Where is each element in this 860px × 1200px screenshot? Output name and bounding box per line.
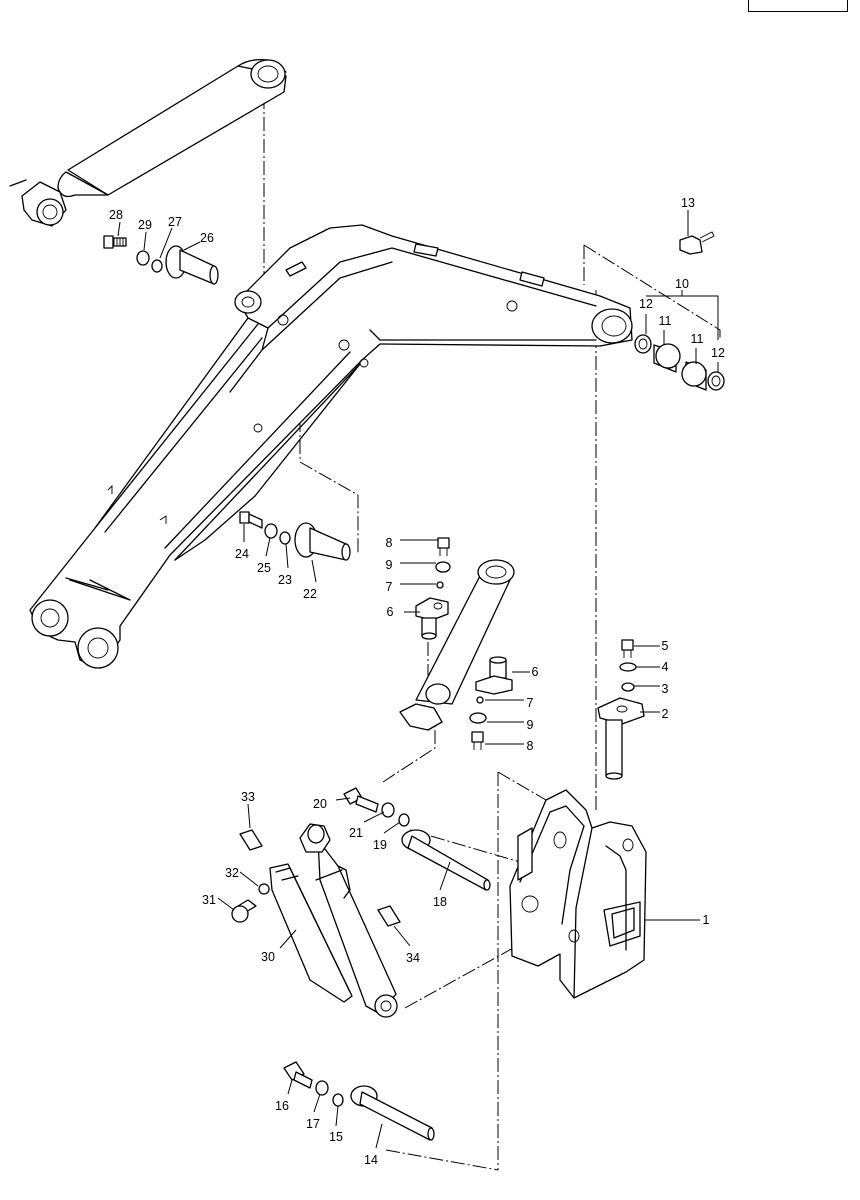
bushing-set [634,231,725,391]
part-label-p7b: 7 [527,696,534,710]
part-label-p5: 5 [662,639,669,653]
part-label-p6a: 6 [387,605,394,619]
part-label-p4: 4 [662,660,669,674]
part-label-p17: 17 [306,1117,320,1131]
part-label-p9b: 9 [527,718,534,732]
part-label-p34: 34 [406,951,420,965]
pin-6-top-assembly [415,537,451,640]
pin-14-assembly [283,1061,435,1141]
part-label-p31: 31 [202,893,216,907]
part-label-p29: 29 [138,218,152,232]
part-label-p28: 28 [109,208,123,222]
part-label-p11b: 11 [691,332,704,346]
dipper-cylinder [399,559,515,731]
part-label-p3: 3 [662,682,669,696]
part-label-p8b: 8 [527,739,534,753]
part-labels: 1234566778899101111121213141516171819202… [109,196,725,1167]
part-label-p16: 16 [275,1099,289,1113]
part-label-p21: 21 [349,826,363,840]
page-corner-box [748,0,848,12]
leader-lines [117,210,719,1149]
part-label-p8a: 8 [386,536,393,550]
boom-arm [29,224,633,669]
part-label-p18: 18 [433,895,447,909]
cylinder-guard [231,829,401,1003]
pin-18-assembly [343,787,491,891]
part-label-p25: 25 [257,561,271,575]
part-label-p7a: 7 [386,580,393,594]
part-label-p26: 26 [200,231,214,245]
pin-2-assembly [597,639,645,780]
part-label-p23: 23 [278,573,292,587]
boom-cylinder [9,58,287,227]
part-label-p11a: 11 [659,314,672,328]
swing-bracket [509,789,647,999]
part-label-p1: 1 [703,913,710,927]
part-label-p19: 19 [373,838,387,852]
part-label-p32: 32 [225,866,239,880]
part-label-p30: 30 [261,950,275,964]
pin-26-assembly [103,235,219,285]
part-label-p33: 33 [241,790,255,804]
part-label-p14: 14 [364,1153,378,1167]
part-label-p20: 20 [313,797,327,811]
part-label-p24: 24 [235,547,249,561]
pin-6-bottom-assembly [469,656,513,750]
part-label-p15: 15 [329,1130,343,1144]
part-label-p9a: 9 [386,558,393,572]
part-label-p10: 10 [675,277,689,291]
part-label-p6b: 6 [532,665,539,679]
pin-22-assembly [239,511,351,561]
part-label-p12b: 12 [711,346,725,360]
part-label-p22: 22 [303,587,317,601]
part-label-p12a: 12 [639,297,653,311]
part-label-p27: 27 [168,215,182,229]
part-label-p13: 13 [681,196,695,210]
swing-cylinder [299,823,398,1018]
part-label-p2: 2 [662,707,669,721]
